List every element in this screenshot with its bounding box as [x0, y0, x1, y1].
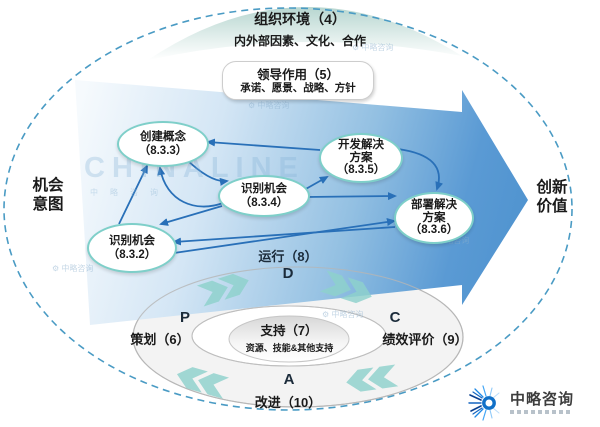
leadership-title: 领导作用（5）: [257, 67, 339, 82]
system-boundary-dashed: [3, 7, 573, 411]
watermark-mark: ⚙ 中略咨询: [322, 310, 364, 319]
gear-icon: ⚙: [352, 43, 360, 52]
pdca-letter-d: D: [282, 265, 294, 282]
node-develop-solutions: 开发解决 方案 （8.3.5）: [319, 133, 403, 183]
improvement-label: 改进（10）: [254, 395, 322, 410]
watermark-sub: 中略咨询: [90, 188, 170, 197]
connector-834-836: [305, 192, 397, 201]
node-identify-opportunities-834: 识别机会 （8.3.4）: [218, 175, 310, 217]
connector-832-833: [118, 164, 148, 225]
connector-832-836: [173, 218, 396, 254]
connector-834-833: [157, 166, 224, 208]
gear-icon: ⚙: [52, 264, 60, 273]
logo-name: 中略咨询: [510, 391, 575, 408]
connector-836-832: [172, 226, 396, 246]
node-identify-opportunities-832: 识别机会 （8.3.2）: [87, 223, 177, 273]
leadership-subtitle: 承诺、愿景、战略、方针: [240, 81, 356, 94]
pdca-letter-c: C: [389, 309, 401, 326]
pdca-letter-p: P: [179, 309, 190, 326]
support-subtitle: 资源、技能&其他支持: [245, 343, 334, 353]
process-connectors: [118, 138, 444, 254]
performance-evaluation-label: 绩效评价（9）: [382, 332, 468, 347]
leadership-box: 领导作用（5） 承诺、愿景、战略、方针: [222, 61, 374, 100]
support-title: 支持（7）: [260, 324, 318, 338]
connector-834-832: [159, 205, 223, 226]
environment-subtitle: 内外部因素、文化、合作: [233, 34, 366, 48]
support-ellipse: [228, 315, 350, 363]
environment-arc: [148, 6, 462, 60]
innovation-value-label: 创新 价值: [536, 179, 568, 215]
node-create-concepts: 创建概念 （8.3.3）: [117, 121, 209, 167]
watermark-mark: ⚙ 中略咨询: [52, 264, 94, 273]
node-deploy-solutions: 部署解决 方案 （8.3.6）: [394, 192, 474, 244]
connector-834-835: [303, 176, 329, 191]
watermark-mark: ⚙ 中略咨询: [248, 101, 290, 110]
operation-label: 运行（8）: [258, 249, 318, 264]
connector-835-836: [397, 148, 444, 191]
opportunity-intent-label: 机会 意图: [32, 177, 64, 213]
logo-starburst-icon: [468, 385, 500, 421]
gear-icon: ⚙: [322, 310, 330, 319]
gear-icon: ⚙: [248, 101, 256, 110]
company-logo: 中略咨询: [468, 383, 574, 423]
environment-title: 组织环境（4）: [254, 11, 346, 27]
watermark-mark: ⚙ 中略咨询: [352, 43, 394, 52]
pdca-letter-a: A: [283, 371, 295, 388]
logo-tagline: [510, 410, 572, 414]
connector-835-833: [206, 138, 321, 151]
connector-833-834: [185, 158, 229, 186]
plan-label: 策划（6）: [130, 332, 190, 347]
